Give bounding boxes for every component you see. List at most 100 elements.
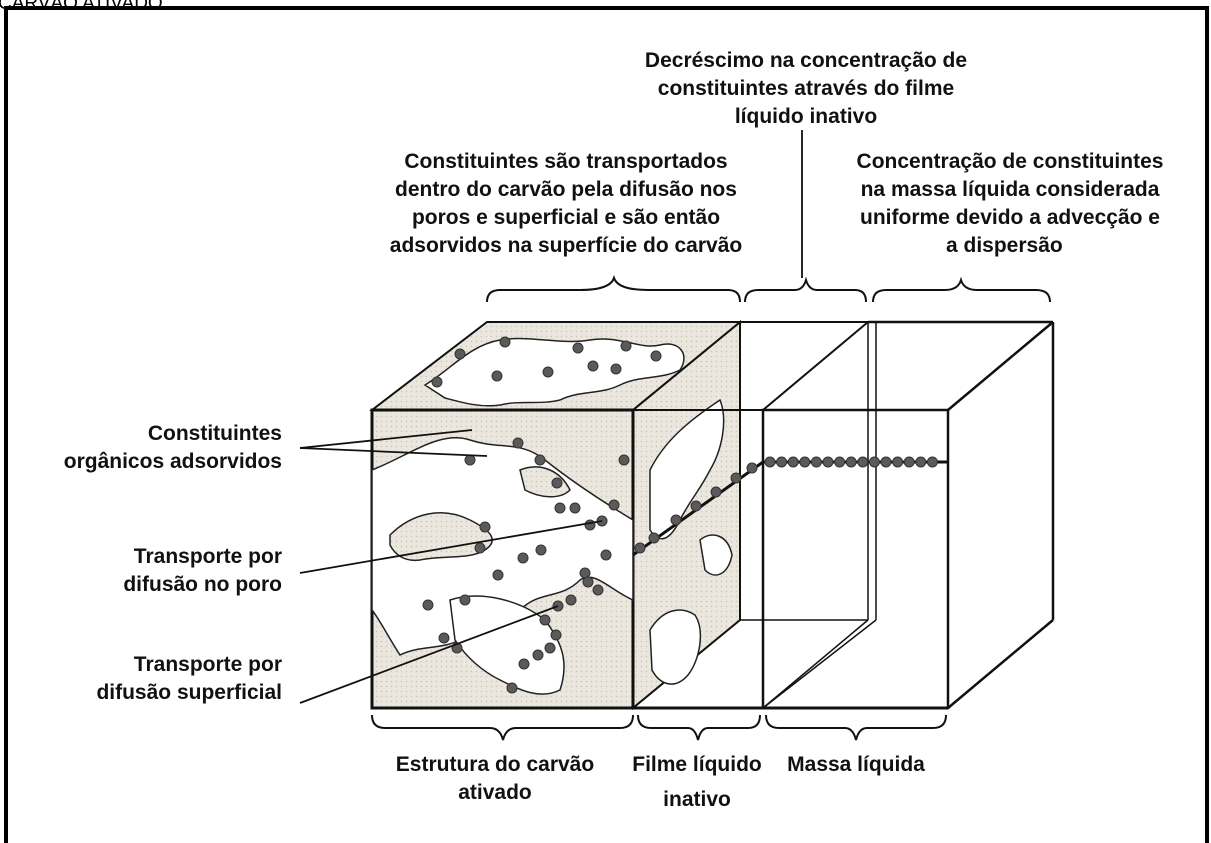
bulk-box [740, 320, 1055, 710]
label-internal-transport-line-2: dentro do carvão pela difusão nos [395, 178, 737, 201]
label-film-decrease-line-3: líquido inativo [735, 105, 877, 128]
top-braces [486, 274, 1051, 303]
adsorbate-particle [868, 456, 880, 468]
adsorbate-particle [787, 456, 799, 468]
adsorbate-particle [454, 348, 466, 360]
adsorbate-particle [764, 456, 776, 468]
leader-lines [299, 130, 803, 704]
label-film-decrease-line-1: Decréscimo na concentração de [645, 49, 967, 72]
figure-frame [4, 6, 1209, 843]
adsorbate-particle [518, 658, 530, 670]
label-internal-transport: Constituintes são transportados dentro d… [390, 150, 742, 257]
label-carbon-structure-line-1: Estrutura do carvão [396, 753, 594, 776]
label-pore-diffusion: Transporte por difusão no poro [123, 545, 282, 596]
label-adsorbed-organics-line-2: orgânicos adsorvidos [64, 450, 282, 473]
adsorbate-particle [799, 456, 811, 468]
adsorbate-particle [438, 632, 450, 644]
label-pore-diffusion-line-1: Transporte por [134, 545, 282, 568]
brace-bulk-top [872, 276, 1051, 303]
adsorbate-particle [517, 552, 529, 564]
label-internal-transport-line-3: poros e superficial e são então [412, 206, 720, 229]
adsorbate-particle [892, 456, 904, 468]
leader-adsorbed-1 [299, 429, 473, 449]
adsorbate-particle [512, 437, 524, 449]
leader-adsorbed-2 [299, 447, 488, 457]
adsorbate-particle [582, 576, 594, 588]
label-bulk-liquid: Massa líquida [787, 753, 925, 776]
adsorbate-particle [634, 542, 646, 554]
leader-pore [299, 520, 603, 574]
adsorbate-particle [579, 567, 591, 579]
adsorber-box [369, 319, 1055, 711]
adsorbate-particle [903, 456, 915, 468]
label-adsorbed-organics: Constituintes orgânicos adsorvidos [64, 422, 282, 473]
brace-film-bottom [637, 714, 761, 741]
label-surface-diffusion-line-1: Transporte por [134, 653, 282, 676]
label-surface-diffusion: Transporte por difusão superficial [96, 653, 282, 704]
brace-carbon-bottom [371, 714, 634, 741]
adsorbate-particle [648, 532, 660, 544]
adsorbate-particle [554, 502, 566, 514]
label-bulk-concentration-line-1: Concentração de constituintes [857, 150, 1164, 173]
adsorbate-particle [492, 569, 504, 581]
adsorbate-particle [491, 370, 503, 382]
label-adsorbed-organics-line-1: Constituintes [148, 422, 282, 445]
adsorbate-particle [620, 340, 632, 352]
adsorbate-particle [600, 549, 612, 561]
adsorbate-particle [834, 456, 846, 468]
adsorbate-particle [539, 614, 551, 626]
adsorbate-particle [610, 363, 622, 375]
adsorbate-particle [670, 514, 682, 526]
label-surface-diffusion-line-2: difusão superficial [96, 681, 282, 704]
adsorbate-particle [422, 599, 434, 611]
adsorbate-particle [550, 629, 562, 641]
adsorbate-particle [506, 682, 518, 694]
adsorbate-particle [608, 499, 620, 511]
label-film-decrease-line-2: constituintes através do filme [658, 77, 954, 100]
adsorbate-particle [592, 584, 604, 596]
adsorbate-particle [474, 542, 486, 554]
adsorbate-particle [845, 456, 857, 468]
label-liquid-film-line-1: Filme líquido [632, 753, 762, 776]
adsorbate-particle [710, 486, 722, 498]
top-pore-network [423, 337, 685, 407]
adsorbate-particle [880, 456, 892, 468]
adsorbate-particle [730, 472, 742, 484]
label-film-decrease: Decréscimo na concentração de constituin… [645, 49, 967, 128]
label-bulk-concentration-line-2: na massa líquida considerada [861, 178, 1160, 201]
adsorbate-particle [544, 642, 556, 654]
brace-carbon-top [486, 274, 741, 303]
adsorbate-particle [535, 544, 547, 556]
label-bulk-concentration: Concentração de constituintes na massa l… [857, 150, 1164, 257]
adsorbate-particle [822, 456, 834, 468]
adsorbate-particle [584, 519, 596, 531]
adsorbate-particle [479, 521, 491, 533]
label-liquid-film: Filme líquido inativo [632, 753, 762, 811]
adsorbate-particle [569, 502, 581, 514]
adsorbate-particle [572, 342, 584, 354]
adsorbate-particle [542, 366, 554, 378]
adsorbate-particle [776, 456, 788, 468]
adsorbate-particle [915, 456, 927, 468]
label-bulk-liquid-line-1: Massa líquida [787, 753, 925, 776]
label-internal-transport-line-1: Constituintes são transportados [404, 150, 727, 173]
adsorbate-particle [551, 477, 563, 489]
adsorbate-particle [459, 594, 471, 606]
label-pore-diffusion-line-2: difusão no poro [123, 573, 282, 596]
leader-surface [299, 605, 559, 704]
adsorbate-particle [464, 454, 476, 466]
label-bulk-concentration-line-4: a dispersão [946, 234, 1063, 257]
adsorbate-particle [431, 376, 443, 388]
label-carbon-structure: Estrutura do carvão ativado [396, 753, 594, 804]
label-internal-transport-line-4: adsorvidos na superfície do carvão [390, 234, 742, 257]
adsorbate-particle [587, 360, 599, 372]
adsorbate-particle [532, 649, 544, 661]
adsorbate-particle [650, 350, 662, 362]
adsorbate-particle [857, 456, 869, 468]
brace-film-top [744, 276, 867, 303]
adsorbate-particle [565, 594, 577, 606]
adsorbate-particle [926, 456, 938, 468]
label-liquid-film-line-2: inativo [663, 788, 731, 811]
pore-network [371, 436, 634, 695]
